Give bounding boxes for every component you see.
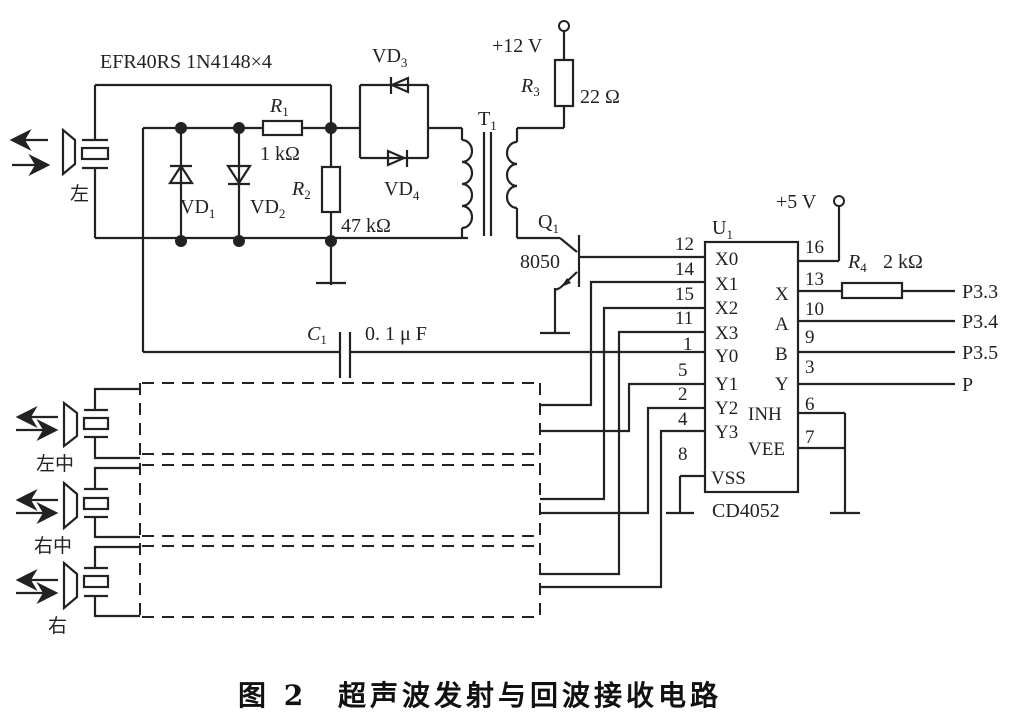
ic-part-label: CD4052 [712,500,780,522]
svg-text:14: 14 [675,259,695,280]
transducer-left-center: 左中 [15,387,140,475]
svg-text:X0: X0 [715,249,738,270]
supply-terminal-icon [558,20,570,32]
svg-text:7: 7 [805,427,815,448]
transformer-t1: T1 [460,108,519,238]
svg-text:VD1: VD1 [180,196,215,221]
transistor-q1: Q1 8050 [517,211,705,335]
svg-text:VD2: VD2 [250,196,285,221]
diode-vd1: VD1 [167,128,215,238]
svg-text:U1: U1 [712,217,733,242]
svg-text:9: 9 [805,327,815,348]
svg-text:16: 16 [805,237,824,258]
svg-text:13: 13 [805,269,824,290]
svg-text:B: B [775,344,788,365]
svg-text:2 kΩ: 2 kΩ [883,251,923,273]
svg-text:R3: R3 [520,75,540,99]
diode-vd2: VD2 [225,128,285,238]
svg-text:5: 5 [678,360,688,381]
port-p3-5: P3.5 [962,342,998,364]
svg-text:VSS: VSS [711,468,746,489]
svg-text:VEE: VEE [748,439,785,460]
svg-text:2: 2 [678,384,688,405]
transducer-horn-icon [62,480,79,531]
svg-text:VD3: VD3 [372,45,407,70]
resistor-r4: R4 2 kΩ [798,251,955,300]
svg-text:X3: X3 [715,323,738,344]
svg-text:11: 11 [675,308,693,329]
svg-text:T1: T1 [478,108,497,133]
svg-text:INH: INH [748,404,782,425]
supply-12v-label: +12 V [492,35,543,57]
transducer-left: 左 [9,85,110,238]
transducer-left-label: 左 [70,183,89,205]
port-p3-3: P3.3 [962,281,998,303]
svg-text:左中: 左中 [36,453,74,475]
svg-text:R2: R2 [291,178,311,202]
svg-text:1 kΩ: 1 kΩ [260,143,300,165]
header-label: EFR40RS 1N4148×4 [100,51,272,73]
diode-pair-vd3-vd4: VD3 VD4 [358,45,430,203]
svg-text:R4: R4 [847,251,867,275]
transducer-right: 右 [15,545,140,637]
figure-number: 图 2 [238,679,307,712]
resistor-r1: R1 1 kΩ [260,95,304,165]
transducer-horn-icon [62,560,79,611]
svg-text:6: 6 [805,394,815,415]
transducer-horn-icon [61,127,77,177]
svg-text:15: 15 [675,284,694,305]
svg-text:C1: C1 [307,323,327,347]
svg-text:10: 10 [805,299,824,320]
svg-text:Y: Y [775,374,789,395]
shielded-cables [139,382,541,618]
svg-text:12: 12 [675,234,694,255]
svg-text:1: 1 [683,334,693,355]
svg-text:右: 右 [48,615,67,637]
supply-terminal-icon [833,195,845,207]
port-p3-4: P3.4 [962,311,998,333]
svg-text:0. 1 μ F: 0. 1 μ F [365,323,427,345]
svg-text:A: A [775,314,789,335]
svg-text:8: 8 [678,444,688,465]
svg-text:8050: 8050 [520,251,560,273]
svg-text:VD4: VD4 [384,178,420,203]
svg-text:X2: X2 [715,298,738,319]
supply-5v-label: +5 V [776,191,817,213]
svg-text:Y3: Y3 [715,422,738,443]
transducer-horn-icon [62,400,79,449]
resistor-r2: R2 47 kΩ [291,128,391,285]
svg-text:3: 3 [805,357,815,378]
svg-text:4: 4 [678,409,688,430]
svg-text:Y0: Y0 [715,346,738,367]
svg-text:Q1: Q1 [538,211,559,236]
svg-text:R1: R1 [269,95,289,119]
capacitor-c1: C1 0. 1 μ F [143,323,705,378]
transducer-right-center: 右中 [15,466,140,557]
ic-u1-cd4052: U1 CD4052 X0 X1 X2 X3 Y0 Y1 Y2 Y3 VSS 12… [675,217,824,522]
port-p: P [962,374,973,396]
svg-text:X1: X1 [715,274,738,295]
svg-text:Y1: Y1 [715,374,738,395]
svg-text:47 kΩ: 47 kΩ [341,215,391,237]
resistor-r3: +12 V R3 22 Ω [492,20,620,130]
svg-text:Y2: Y2 [715,398,738,419]
figure-title: 超声波发射与回波接收电路 [338,679,722,712]
svg-text:右中: 右中 [34,535,72,557]
svg-text:X: X [775,284,789,305]
svg-text:22 Ω: 22 Ω [580,86,620,108]
